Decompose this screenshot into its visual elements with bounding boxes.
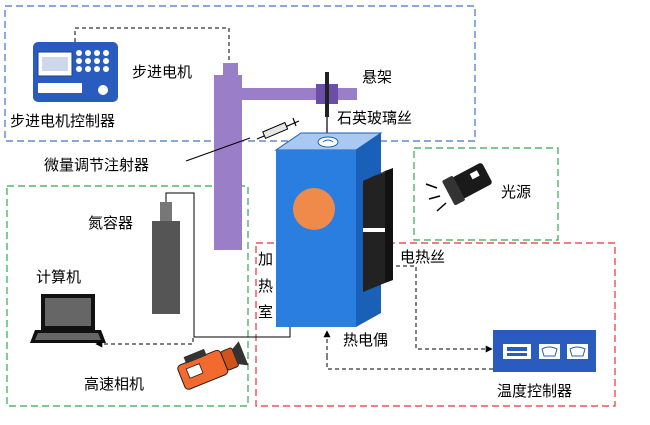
sensor-dial-icon xyxy=(539,344,588,359)
stepper-motor-label: 步进电机 xyxy=(132,63,192,81)
suspension-clamp xyxy=(316,72,338,117)
nitrogen-container-label: 氮容器 xyxy=(88,214,133,232)
nitrogen-container xyxy=(152,202,180,314)
heating-chamber-char-3: 室 xyxy=(258,303,273,321)
light-source-label: 光源 xyxy=(501,183,531,201)
video-camera-icon xyxy=(177,341,249,390)
thermocouple-label: 热电偶 xyxy=(343,331,388,349)
suspension-arm xyxy=(242,88,357,100)
nitrogen-tube xyxy=(165,192,291,338)
thermocouple-link xyxy=(326,356,502,370)
heating-wire-label: 电热丝 xyxy=(400,248,445,266)
stepper-controller-label: 步进电机控制器 xyxy=(10,112,115,130)
heating-wire-panel xyxy=(363,168,393,292)
camera-label: 高速相机 xyxy=(84,375,144,393)
heating-chamber-char-2: 热 xyxy=(258,277,273,295)
temperature-controller xyxy=(493,330,596,372)
syringe-pointer xyxy=(185,137,251,162)
gauge-panel-icon xyxy=(503,344,531,359)
heating-wire-link xyxy=(396,265,493,353)
suspension-frame-label: 悬架 xyxy=(362,68,392,86)
stepper-motor-block xyxy=(223,63,238,76)
heating-chamber-char-1: 加 xyxy=(258,250,273,268)
keypad-controller-icon xyxy=(76,50,109,72)
heating-group-frame xyxy=(255,242,616,407)
chamber-window xyxy=(293,188,335,230)
camera-to-computer-link xyxy=(95,338,194,348)
flashlight-icon xyxy=(425,163,492,212)
quartz-fiber-label: 石英玻璃丝 xyxy=(337,109,412,127)
temperature-controller-label: 温度控制器 xyxy=(497,382,572,400)
light-group-frame xyxy=(413,147,559,241)
laptop-icon xyxy=(30,294,106,343)
stepper-motor-column xyxy=(214,75,242,250)
controller-motor-link xyxy=(74,27,230,64)
syringe-icon xyxy=(256,117,300,140)
computer-label: 计算机 xyxy=(36,268,81,286)
syringe-label: 微量调节注射器 xyxy=(44,156,149,174)
stepper-controller xyxy=(33,42,118,102)
